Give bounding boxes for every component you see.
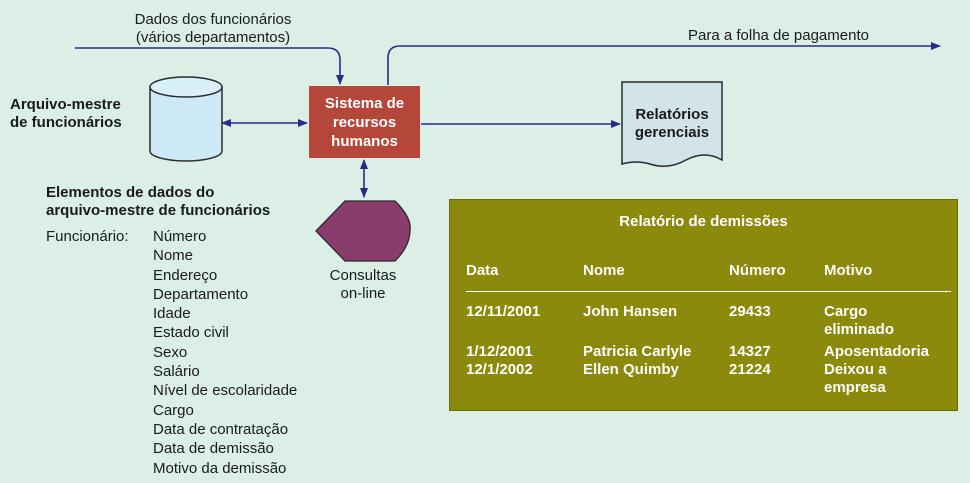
field-item: Nível de escolaridade [153, 382, 298, 400]
input-label: Dados dos funcionários (vários departame… [118, 11, 308, 47]
hr-system-box: Sistema de recursos humanos [309, 86, 420, 158]
field-item: Cargo [153, 401, 194, 419]
field-item: Departamento [153, 285, 249, 303]
row-reason-line2: empresa [824, 379, 886, 396]
hr-system-line3: humanos [331, 132, 398, 150]
report-title: Relatório de demissões [619, 213, 788, 230]
row-name: John Hansen [583, 303, 678, 320]
field-item: Motivo da demissão [153, 459, 287, 477]
output-arrow [387, 42, 941, 85]
data-elements-title-line2: arquivo-mestre de funcionários [46, 202, 271, 219]
database-cylinder-icon [149, 76, 223, 162]
row-date: 12/11/2001 [466, 303, 541, 320]
data-elements-title: Elementos de dados do arquivo-mestre de … [46, 184, 270, 220]
field-item: Endereço [153, 266, 218, 284]
row-reason-line2: eliminado [824, 321, 895, 338]
reports-line1: Relatórios [635, 106, 709, 123]
field-item: Número [153, 228, 207, 245]
header-rule [466, 291, 951, 292]
hr-system-line2: recursos [332, 113, 397, 131]
row-reason-line1: Deixou a [824, 361, 887, 378]
report-document-icon [621, 81, 723, 167]
header-name: Nome [583, 262, 625, 279]
reports-line2: gerenciais [634, 124, 710, 141]
row-date: 12/1/2002 [466, 361, 533, 378]
queries-line2: on-line [340, 285, 386, 302]
input-arrow [75, 47, 344, 85]
field-list: Número Nome Endereço Departamento Idade … [153, 227, 297, 478]
row-date: 1/12/2001 [466, 343, 533, 360]
row-number: 14327 [729, 343, 771, 360]
row-number: 21224 [729, 361, 771, 378]
row-number: 29433 [729, 303, 771, 320]
field-item: Salário [153, 363, 200, 381]
field-item: Data de contratação [153, 420, 289, 438]
header-number: Número [729, 262, 786, 279]
field-item: Idade [153, 305, 191, 323]
hr-system-line1: Sistema de [324, 94, 405, 112]
master-file-line2: de funcionários [10, 114, 122, 131]
output-label: Para a folha de pagamento [688, 27, 869, 44]
input-label-line2: (vários departamentos) [135, 29, 291, 46]
field-item: Data de demissão [153, 440, 274, 458]
input-label-line1: Dados dos funcionários [134, 11, 292, 28]
field-item: Nome [153, 247, 194, 265]
header-reason: Motivo [824, 262, 873, 279]
reports-label: Relatórios gerenciais [622, 106, 722, 142]
header-date: Data [466, 262, 499, 279]
data-elements-title-line1: Elementos de dados do [46, 184, 215, 201]
queries-label: Consultas on-line [318, 267, 408, 303]
row-reason: Cargo eliminado [824, 303, 894, 339]
row-reason-line1: Cargo [824, 303, 868, 320]
master-file-line1: Arquivo-mestre [10, 96, 121, 113]
row-name: Patricia Carlyle [583, 343, 692, 360]
termination-report-box: Relatório de demissões Data Nome Número … [449, 199, 958, 411]
field-item: Sexo [153, 343, 188, 361]
master-file-label: Arquivo-mestre de funcionários [10, 96, 122, 132]
online-query-icon [315, 200, 411, 262]
entity-label: Funcionário: [46, 228, 129, 245]
row-reason: Deixou a empresa [824, 361, 887, 397]
row-name: Ellen Quimby [583, 361, 679, 378]
queries-line1: Consultas [329, 267, 397, 284]
row-reason: Aposentadoria [824, 343, 930, 360]
field-item: Estado civil [153, 324, 229, 342]
